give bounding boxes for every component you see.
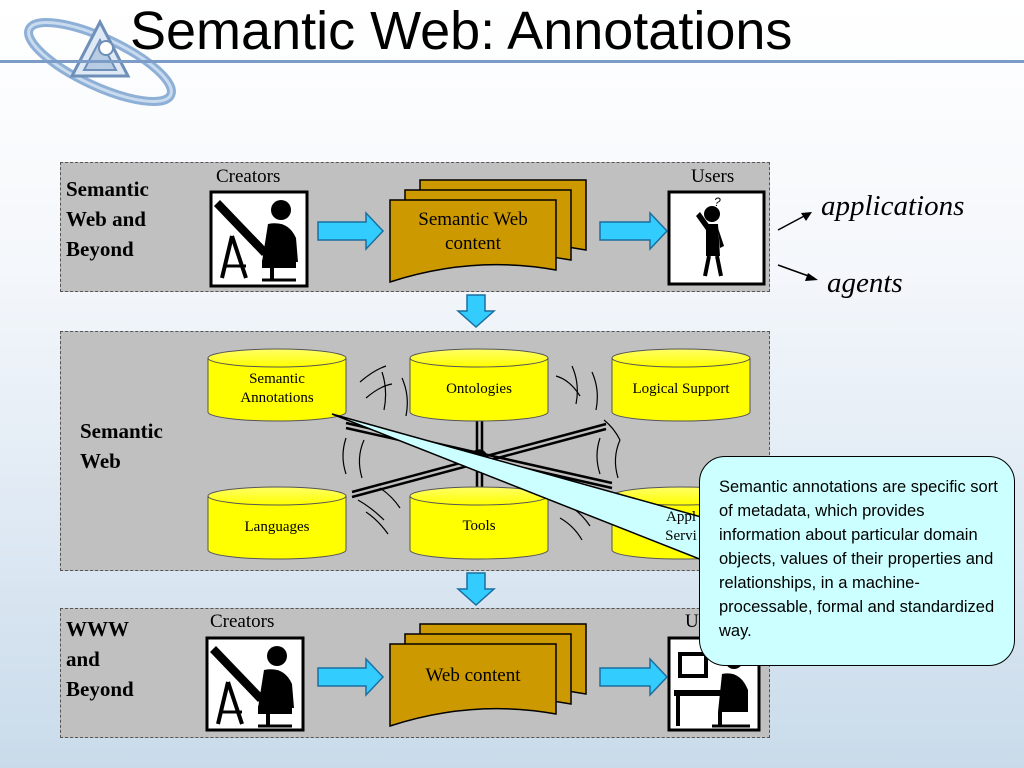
down-arrow xyxy=(456,294,496,329)
bottom-layer-label: WWW and Beyond xyxy=(66,617,134,701)
cylinder-semantic-annotations xyxy=(207,348,347,422)
cylinder-languages xyxy=(207,486,347,560)
ontologies-label: Ontologies xyxy=(446,380,512,397)
agents-label: agents xyxy=(827,267,903,299)
web-content-label: Web content xyxy=(425,665,521,686)
semantic-web-content-label: Semantic Web content xyxy=(418,209,528,254)
applications-label: applications xyxy=(821,190,965,222)
semantic-web-content-document xyxy=(389,179,587,284)
title-rule xyxy=(0,60,1024,63)
applications-arrow xyxy=(777,212,812,231)
services-label: Appl Servi xyxy=(665,509,697,544)
middle-layer-label: Semantic Web xyxy=(80,419,163,473)
cylinder-logical-support xyxy=(611,348,751,422)
creator-icon xyxy=(209,190,309,288)
creator-icon xyxy=(205,636,305,732)
agents-arrow xyxy=(777,264,818,281)
users-label: Users xyxy=(691,166,735,187)
flow-arrow xyxy=(317,657,385,697)
annotation-callout: Semantic annotations are specific sort o… xyxy=(699,456,1015,666)
cylinder-ontologies xyxy=(409,348,549,422)
semantic-annotations-label: Semantic Annotations xyxy=(240,371,314,406)
user-icon: ? xyxy=(667,190,766,286)
down-arrow xyxy=(456,572,496,607)
web-content-document xyxy=(389,623,587,728)
slide-title: Semantic Web: Annotations xyxy=(130,1,793,61)
creators-label: Creators xyxy=(216,166,281,187)
top-layer-label: Semantic Web and Beyond xyxy=(66,177,149,261)
tools-label: Tools xyxy=(462,517,496,534)
svg-text:?: ? xyxy=(714,195,721,209)
bottom-creators-label: Creators xyxy=(210,611,275,632)
logical-support-label: Logical Support xyxy=(632,380,730,397)
flow-arrow xyxy=(599,657,669,697)
flow-arrow xyxy=(317,211,385,251)
flow-arrow xyxy=(599,211,669,251)
languages-label: Languages xyxy=(244,518,310,535)
